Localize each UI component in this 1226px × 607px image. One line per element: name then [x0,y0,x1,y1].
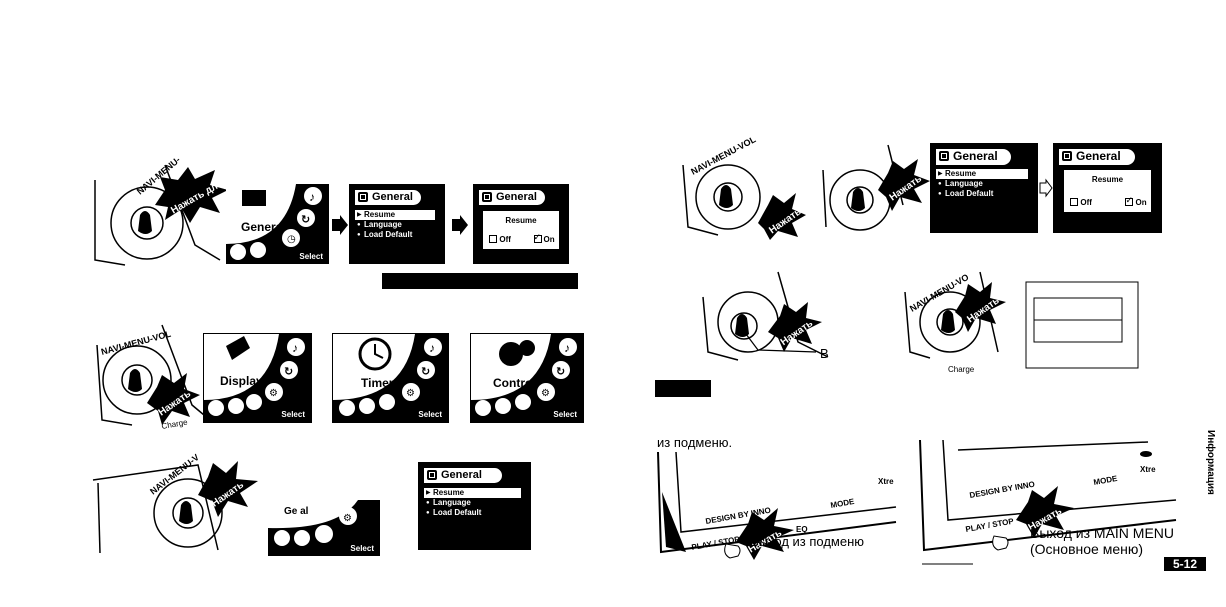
lcd-item-resume: Resume [936,169,1028,179]
svg-text:↻: ↻ [421,366,430,378]
menu-label-general-partial: Ge al [284,506,308,517]
heading-bar [382,273,578,289]
select-hint: Select [553,410,577,419]
checkbox-off [489,235,497,243]
svg-text:⚙: ⚙ [541,388,550,399]
lcd-item-load-default: Load Default [424,508,521,518]
svg-text:Charge: Charge [948,365,975,374]
svg-text:NAVI-MENU-VOL: NAVI-MENU-VOL [689,134,758,177]
exit-submenu-text: Выход из подменю [750,534,864,549]
lcd-header: General [936,149,1011,165]
svg-text:MODE: MODE [830,497,856,510]
svg-text:↻: ↻ [301,214,310,226]
lcd-resume-dialog-1: General Resume OffOn [473,184,569,264]
checkbox-off [1070,198,1078,206]
lcd-general-list-1: General Resume Language Load Default [349,184,445,264]
lcd-general-list-2: General Resume Language Load Default [418,462,531,550]
svg-text:◷: ◷ [287,234,296,245]
svg-text:⚙: ⚙ [269,388,278,399]
device-wheel-illustration-2: NAVI-MENU-VOL Нажать Charge [92,325,212,430]
menu-display-screen: ♪ ↻ ⚙ Display Select [203,333,312,423]
lcd-general-list-3: General Resume Language Load Default [930,143,1038,233]
exit-main-menu-text-1: Выход из MAIN MENU [1030,525,1174,541]
lcd-item-resume: Resume [355,210,435,220]
resume-dialog: Resume OffOn [482,210,559,250]
select-hint: Select [418,410,442,419]
side-tab-text: Информация [1205,430,1216,495]
cube-icon [482,192,492,202]
svg-text:↻: ↻ [284,366,293,378]
navi-label: NAVI-MENU-VOL [100,329,172,357]
device-wheel-illustration-7: NAVI-MENU-VO Нажать Charge [900,272,1010,377]
svg-text:⚙: ⚙ [406,388,415,399]
arrow-icon [1040,180,1052,196]
select-hint: Select [350,544,374,553]
checkbox-on-checked [1125,198,1133,206]
menu-label-general: General [241,220,286,234]
lcd-item-language: Language [936,179,1028,189]
lcd-item-language: Language [355,220,435,230]
resume-dialog: Resume OffOn [1063,169,1151,213]
cube-icon [1062,151,1072,161]
lcd-item-language: Language [424,498,521,508]
select-hint: Select [281,410,305,419]
menu-control-screen: ♪ ↻ ⚙ Control Select [470,333,584,423]
lcd-header: General [1059,149,1135,165]
menu-label-timer: Timer [361,376,393,390]
arrow-icon [332,215,348,235]
svg-text:PLAY / STOP: PLAY / STOP [965,517,1015,534]
checkbox-on-checked [534,235,542,243]
lcd-header: General [424,468,502,483]
svg-text:DESIGN BY INNO: DESIGN BY INNO [969,480,1036,500]
svg-text:♪: ♪ [309,190,315,204]
note-label-bar [655,380,711,397]
menu-general-partial: ⚙ Ge al Select [268,500,380,556]
exit-main-menu-text-2: (Основное меню) [1030,541,1143,557]
device-wheel-illustration-5: Нажать [818,145,933,240]
flow-diagram-box [1024,280,1139,370]
page-number: 5-12 [1164,557,1206,571]
menu-timer-screen: ♪ ↻ ⚙ Timer Select [332,333,449,423]
device-wheel-illustration-6: Нажать B [698,272,858,372]
lcd-header: General [355,190,421,205]
svg-text:NAVI-MENU-V: NAVI-MENU-V [148,452,201,496]
svg-text:MODE: MODE [1093,474,1119,487]
menu-label-display: Display [220,374,263,388]
b-marker: B [820,346,829,361]
svg-text:♪: ♪ [292,341,298,355]
svg-text:⚙: ⚙ [343,513,352,524]
arrow-icon [452,215,468,235]
svg-text:Xtre: Xtre [1140,465,1156,474]
lcd-item-load-default: Load Default [355,230,435,240]
lcd-resume-dialog-2: General Resume OffOn [1053,143,1162,233]
menu-label-control: Control [493,376,536,390]
svg-text:↻: ↻ [556,366,565,378]
svg-text:♪: ♪ [564,341,570,355]
svg-text:EQ: EQ [796,525,808,534]
device-wheel-illustration-4: NAVI-MENU-VOL Нажать [678,145,808,240]
press-long-burst: Нажать длинно [150,165,230,225]
svg-text:♪: ♪ [429,341,435,355]
from-submenu-text: из подменю. [657,435,732,450]
select-hint: Select [299,252,323,261]
lcd-item-load-default: Load Default [936,189,1028,199]
cube-icon [358,192,368,202]
svg-text:Xtre: Xtre [878,477,894,486]
menu-general-screen: ♪ ↻ ◷ General Select [226,184,329,264]
device-wheel-illustration-3: NAVI-MENU-V Нажать [88,455,268,555]
cube-icon [427,470,437,480]
cube-icon [939,151,949,161]
lcd-item-resume: Resume [424,488,521,498]
lcd-header: General [479,190,545,205]
